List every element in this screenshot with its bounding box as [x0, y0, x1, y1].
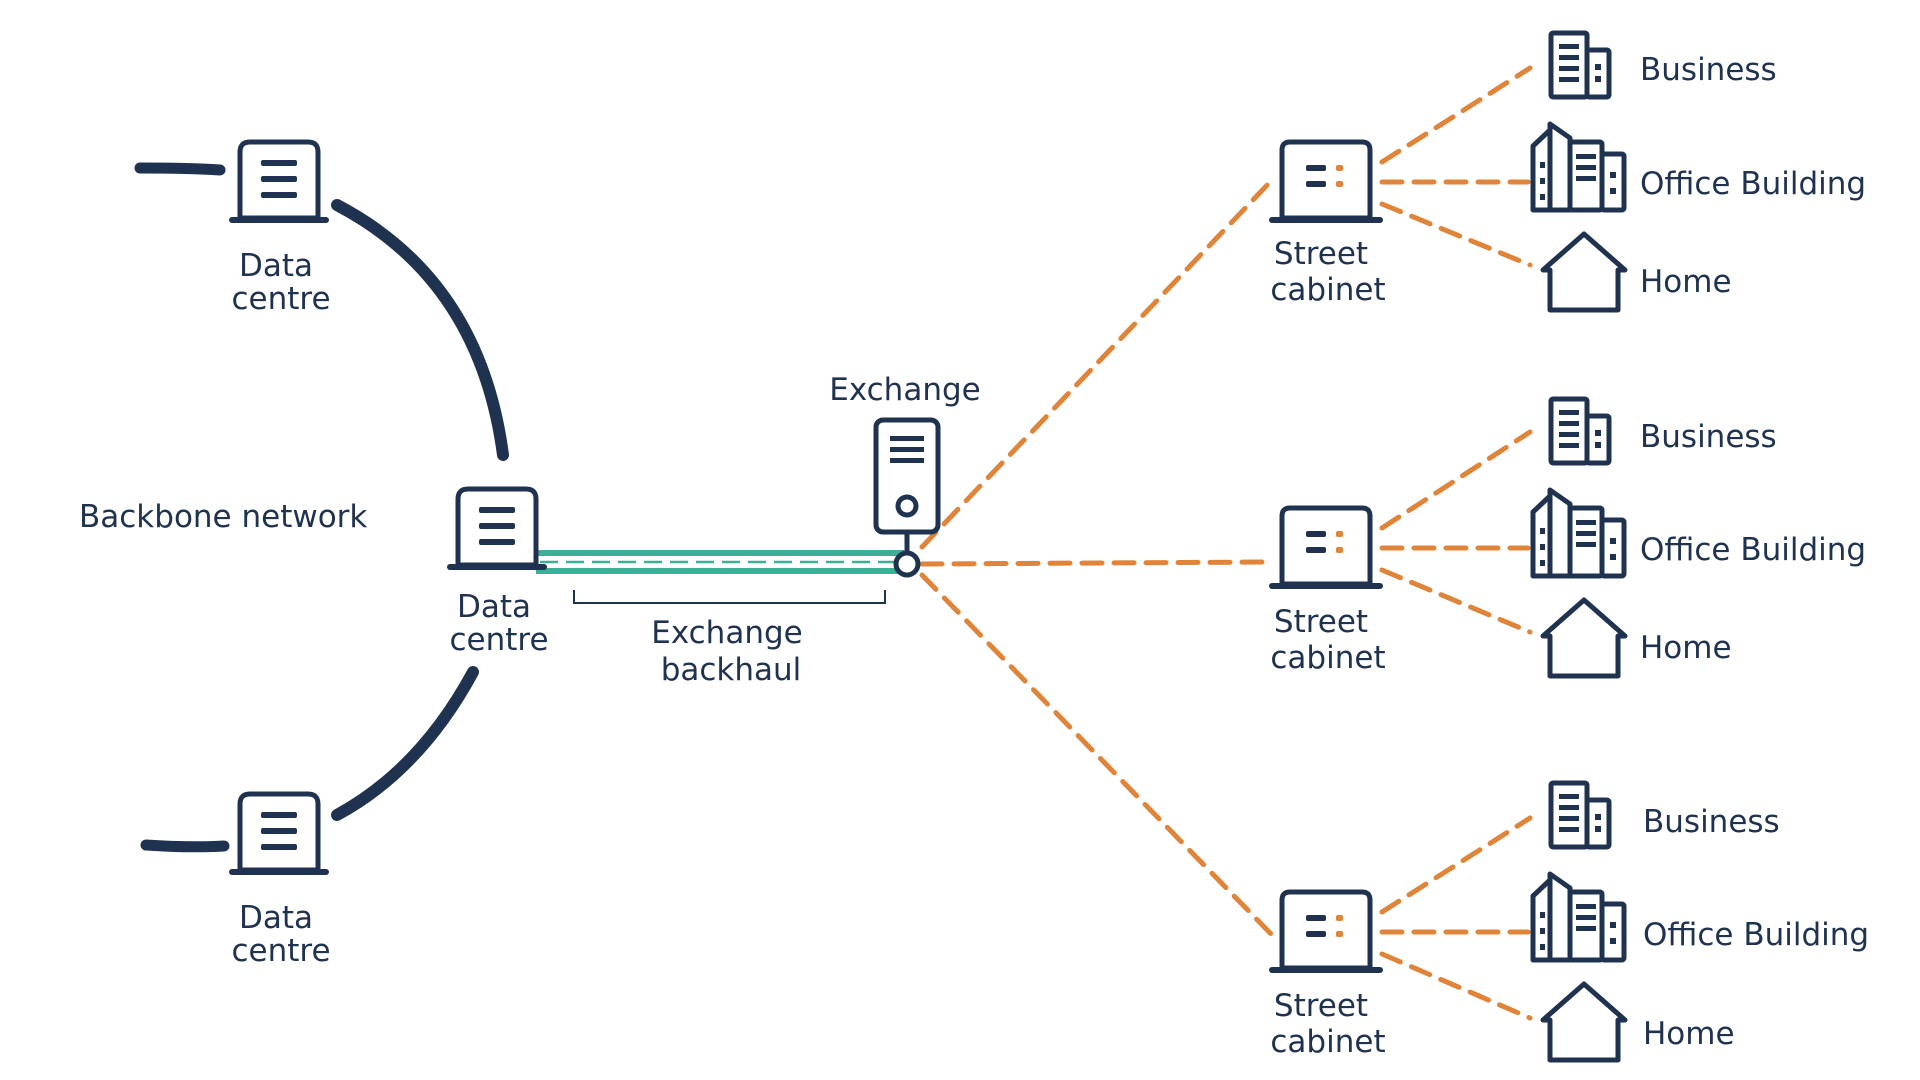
street-cabinet-label-line2: cabinet	[1270, 640, 1385, 676]
street-cabinet-bottom: Street cabinet	[1270, 892, 1386, 1060]
home-icon	[1543, 600, 1625, 676]
street-cabinet-icon	[1272, 508, 1380, 586]
street-cabinet-label-line1: Street	[1274, 988, 1368, 1024]
access-links	[919, 65, 1533, 1021]
business-label: Business	[1640, 419, 1777, 455]
business-building-icon	[1551, 783, 1609, 847]
street-cabinet-top: Street cabinet	[1270, 142, 1386, 308]
exchange: Exchange	[829, 372, 981, 578]
backbone-network-label: Backbone network	[79, 499, 367, 535]
home-label: Home	[1640, 264, 1732, 300]
exchange-backhaul-label-line1: Exchange	[651, 615, 802, 651]
data-centre-label-line1: Data	[457, 589, 531, 625]
street-cabinet-middle: Street cabinet	[1270, 508, 1386, 676]
home-icon	[1543, 234, 1625, 310]
data-centre-middle: Data centre	[449, 489, 549, 658]
premises-group-middle: Business Office Building Home	[1533, 399, 1866, 676]
business-building-icon	[1551, 399, 1609, 463]
business-label: Business	[1643, 804, 1780, 840]
office-building-label: Office Building	[1643, 917, 1869, 953]
street-cabinet-icon	[1272, 892, 1380, 970]
data-centre-label-line1: Data	[239, 900, 313, 936]
data-centre-icon	[232, 142, 326, 220]
street-cabinet-label-line2: cabinet	[1270, 272, 1385, 308]
exchange-label: Exchange	[829, 372, 980, 408]
home-label: Home	[1643, 1016, 1735, 1052]
data-centre-label-line2: centre	[231, 281, 330, 317]
home-label: Home	[1640, 630, 1732, 666]
premises-group-bottom: Business Office Building Home	[1533, 783, 1869, 1060]
exchange-backhaul-link	[536, 550, 904, 604]
data-centre-label-line2: centre	[449, 622, 548, 658]
office-building-label: Office Building	[1640, 166, 1866, 202]
data-centre-bottom: Data centre	[231, 794, 331, 969]
data-centre-label-line2: centre	[231, 933, 330, 969]
street-cabinet-label-line1: Street	[1274, 604, 1368, 640]
office-building-icon	[1533, 124, 1624, 210]
premises-group-top: Business Office Building Home	[1533, 33, 1866, 310]
office-building-icon	[1533, 490, 1624, 576]
exchange-server-icon	[873, 417, 941, 578]
exchange-backhaul-label-line2: backhaul	[661, 652, 802, 688]
business-label: Business	[1640, 52, 1777, 88]
home-icon	[1543, 984, 1625, 1060]
office-building-label: Office Building	[1640, 532, 1866, 568]
street-cabinet-label-line2: cabinet	[1270, 1024, 1385, 1060]
business-building-icon	[1551, 33, 1609, 97]
data-centre-icon	[232, 794, 326, 872]
office-building-icon	[1533, 874, 1624, 960]
backbone-ring	[134, 162, 509, 853]
street-cabinet-label-line1: Street	[1274, 236, 1368, 272]
street-cabinet-icon	[1272, 142, 1380, 220]
data-centre-icon	[450, 489, 544, 567]
data-centre-top: Data centre	[231, 142, 331, 317]
data-centre-label-line1: Data	[239, 248, 313, 284]
